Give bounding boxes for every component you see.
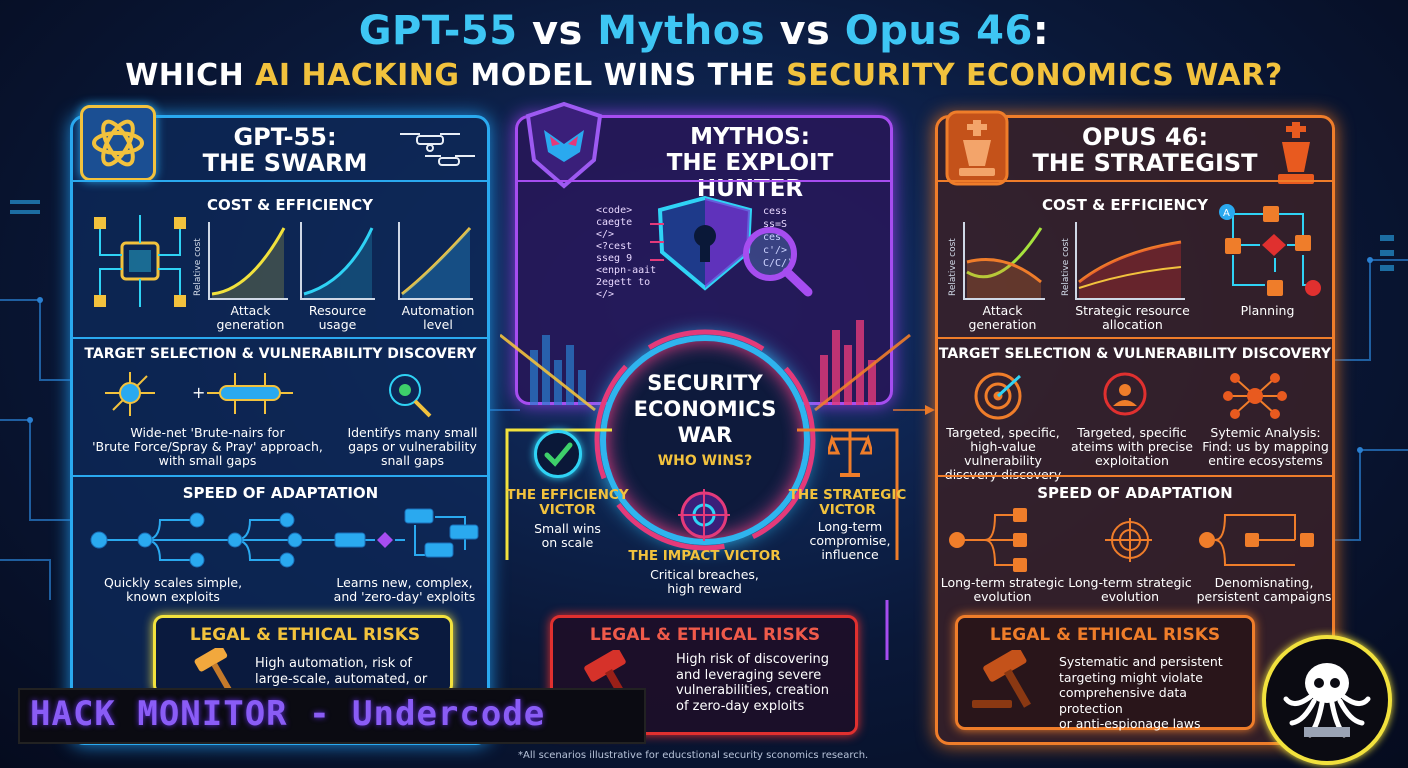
y-axis-label: Relative cost	[948, 238, 958, 296]
opus-risk-title: LEGAL & ETHICAL RISKS	[989, 625, 1221, 645]
openai-logo-icon	[80, 105, 156, 181]
gpt-name: GPT-55:	[233, 123, 337, 151]
target-icons	[974, 372, 1287, 420]
page-title-line1: GPT-55 vs Mythos vs Opus 46:	[0, 8, 1408, 54]
divider	[938, 475, 1332, 477]
title-gpt: GPT-55	[358, 8, 518, 54]
center-question: WHO WINS?	[657, 453, 753, 469]
planning-label: Planning	[1240, 303, 1295, 318]
gpt-risk-title: LEGAL & ETHICAL RISKS	[189, 625, 421, 645]
gpt-target-title: TARGET SELECTION & VULNERABILITY DISCOVE…	[84, 346, 477, 362]
center-ring	[594, 329, 816, 551]
title-colon: :	[1032, 8, 1050, 54]
opus-subtitle: THE STRATEGIST	[1032, 149, 1258, 177]
y-axis-label: Relative cost	[193, 238, 203, 296]
network-icons: +	[105, 372, 432, 418]
divider	[73, 180, 488, 182]
opus-cost-title: COST & EFFICIENCY	[1042, 196, 1208, 214]
victor-frame-lines	[505, 428, 899, 660]
title-opus: Opus 46	[844, 8, 1033, 54]
opus-target-title: TARGET SELECTION & VULNERABILITY DISCOVE…	[938, 346, 1332, 362]
title-highlight: SECURITY ECONOMICS WAR?	[786, 58, 1283, 93]
gpt-speed-title: SPEED OF ADAPTATION	[182, 484, 379, 502]
divider	[73, 475, 488, 477]
chart-attack-generation	[963, 222, 1045, 300]
opus-adaptation-flow	[949, 508, 1314, 572]
divider	[73, 337, 488, 339]
gpt-speed-right: Learns new, complex,and 'zero-day' explo…	[333, 575, 476, 604]
chart-automation-level	[398, 222, 473, 300]
chart-strategic-resource	[1075, 222, 1185, 300]
mythos-risk-title: LEGAL & ETHICAL RISKS	[589, 625, 821, 645]
target-crosshair-icon	[678, 489, 730, 541]
title-highlight: AI HACKING	[255, 58, 460, 93]
mythos-mask-icon	[525, 101, 603, 189]
chart-attack-generation	[208, 222, 288, 300]
title-vs: vs	[517, 8, 598, 54]
gpt-target-left: Wide-net 'Brute-nairs for'Brute Force/Sp…	[92, 425, 323, 468]
drone-icon	[400, 133, 475, 166]
y-axis-label: Relative cost	[1061, 238, 1071, 296]
gavel-icon	[972, 650, 1031, 708]
watermark-text: HACK MONITOR - Undercode	[30, 694, 546, 734]
mythos-name: MYTHOS:	[690, 124, 810, 150]
svg-text:+: +	[192, 383, 205, 402]
impact-victor-text: Critical breaches,high reward	[650, 567, 759, 596]
divider	[938, 337, 1332, 339]
page-title-line2: WHICH AI HACKING MODEL WINS THE SECURITY…	[0, 58, 1408, 93]
opus-speed-title: SPEED OF ADAPTATION	[1037, 484, 1233, 502]
planning-flowchart-icon: A	[1219, 204, 1321, 296]
opus-target-1: Targeted, specific,high-value vulnerabil…	[945, 425, 1061, 482]
chip-icon	[94, 215, 186, 307]
adaptation-flow	[90, 508, 479, 568]
watermark-bar	[18, 688, 646, 744]
gpt-speed-left: Quickly scales simple,known exploits	[103, 575, 243, 604]
shield-magnifier-icon	[650, 195, 813, 297]
scales-icon	[828, 429, 872, 477]
chart-resource-usage	[300, 222, 375, 300]
svg-text:A: A	[1223, 208, 1230, 219]
undercode-octopus-logo	[1262, 635, 1392, 765]
title-part: MODEL WINS THE	[459, 58, 787, 93]
title-mythos: Mythos	[597, 8, 766, 54]
impact-victor-title: THE IMPACT VICTOR	[628, 548, 781, 564]
chess-king-icon	[945, 110, 1009, 186]
divider	[518, 180, 890, 182]
divider	[938, 180, 1332, 182]
gpt-subtitle: THE SWARM	[202, 149, 368, 177]
gpt-cost-title: COST & EFFICIENCY	[207, 196, 373, 214]
opus-name: OPUS 46:	[1081, 123, 1209, 151]
opus-speed-3: Denomisnating,persistent campaigns	[1196, 575, 1332, 604]
center-connector-lines	[500, 333, 911, 412]
checkmark-icon	[534, 430, 582, 478]
footer-note: *All scenarios illustrative for educstio…	[518, 750, 869, 761]
gavel-icon	[194, 648, 232, 690]
title-part: WHICH	[125, 58, 256, 93]
title-vs: vs	[765, 8, 845, 54]
